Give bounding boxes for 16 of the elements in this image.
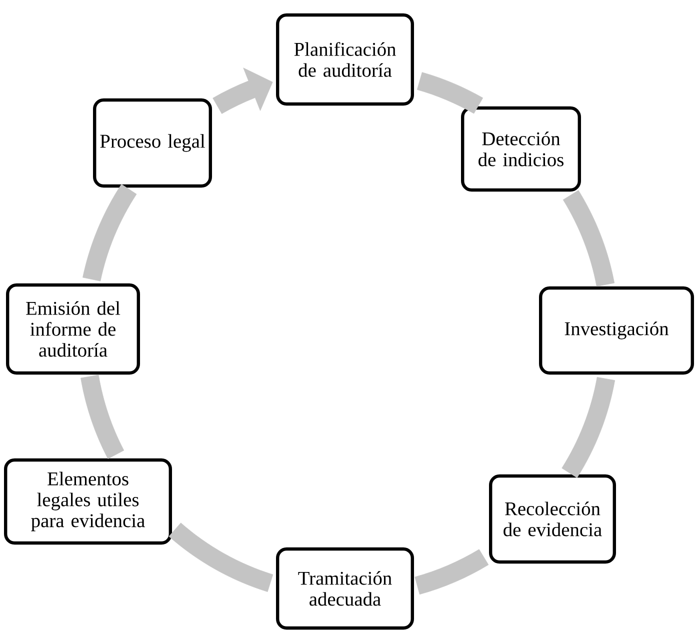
process-box: Tramitación adecuada <box>276 547 414 630</box>
cycle-arrow <box>80 374 124 459</box>
process-box: Planificación de auditoría <box>276 13 414 106</box>
process-box: Detección de indicios <box>461 106 581 192</box>
cycle-arrow <box>82 184 137 282</box>
cycle-arrow <box>212 68 273 114</box>
cycle-arrow <box>414 549 489 595</box>
process-box: Emisión del informe de auditoría <box>6 283 140 375</box>
cycle-arrow <box>168 522 274 592</box>
process-box: Proceso legal <box>93 98 212 188</box>
process-box: Recolección de evidencia <box>489 474 616 564</box>
process-box: Elementos legales utiles para evidencia <box>4 458 172 545</box>
process-box: Investigación <box>539 286 694 375</box>
cycle-arrow <box>416 72 484 114</box>
cycle-arrow <box>562 190 615 286</box>
cycle-arrow <box>562 377 616 478</box>
